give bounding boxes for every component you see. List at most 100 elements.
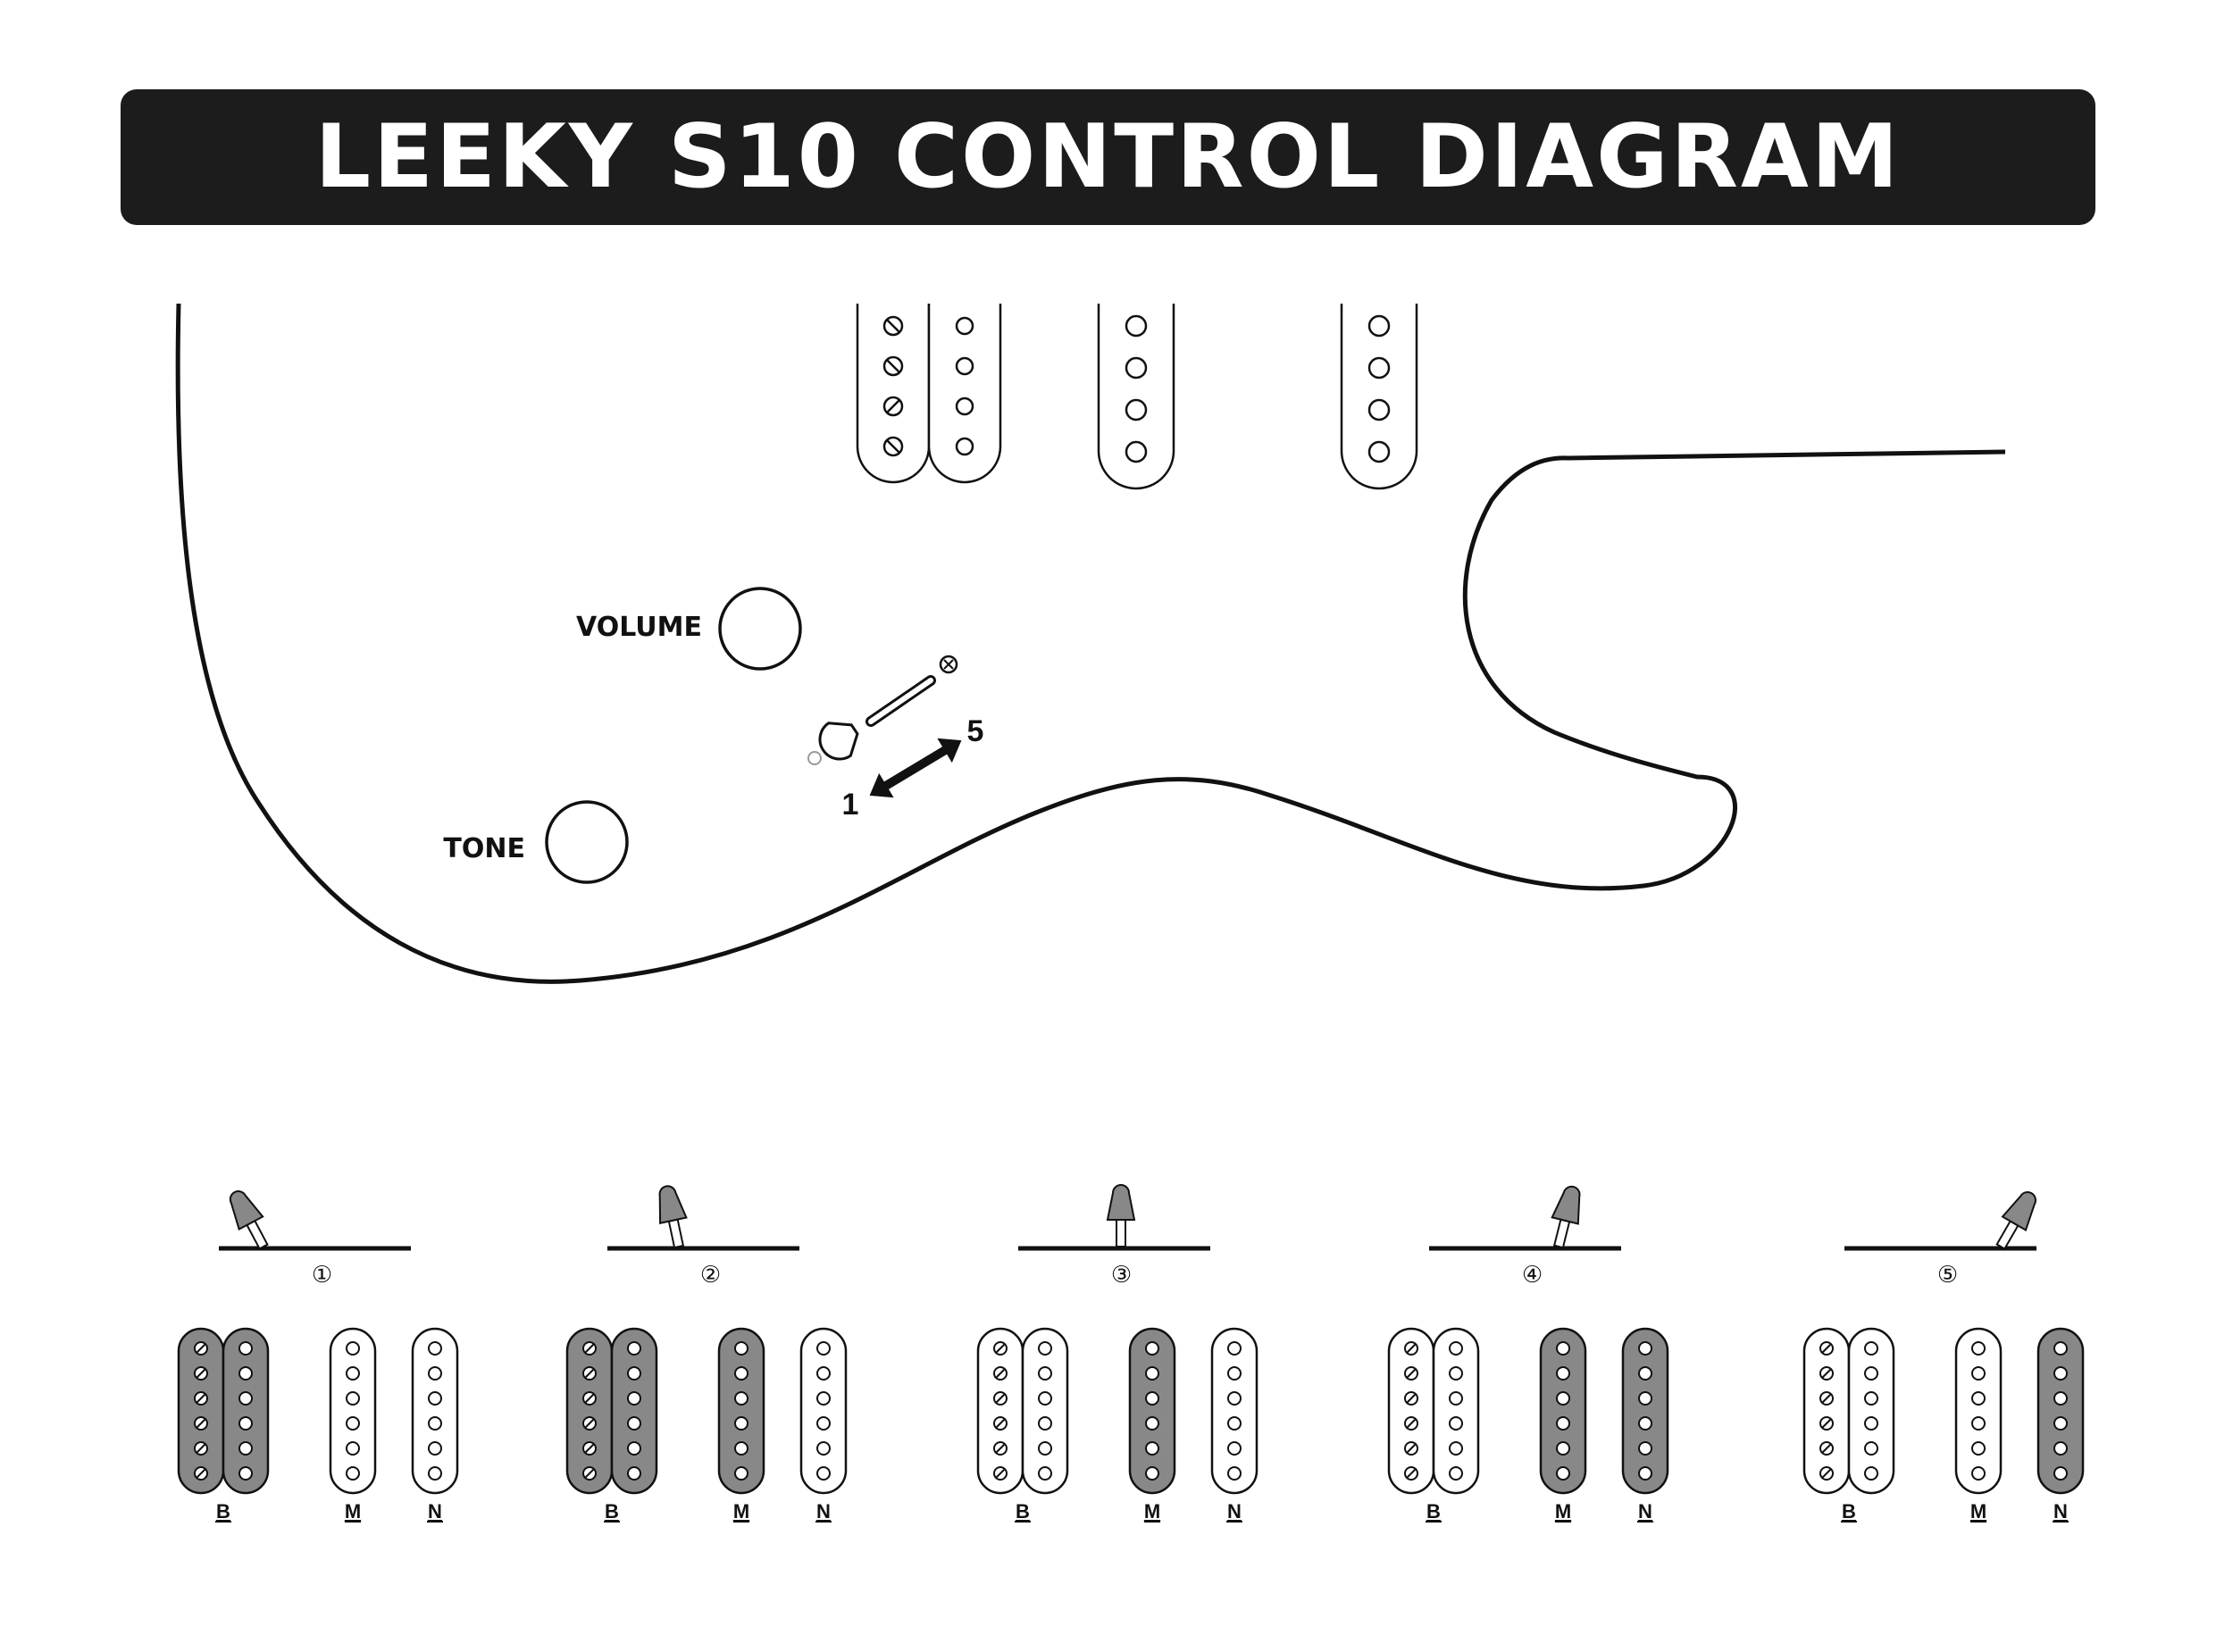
pole-piece <box>955 396 974 416</box>
pole-piece <box>627 1341 641 1356</box>
screw-icon <box>1819 1391 1834 1406</box>
pole-piece <box>2053 1416 2068 1431</box>
pole-piece <box>346 1391 360 1406</box>
screw-icon <box>1404 1391 1418 1406</box>
neck-letter: N <box>816 1500 831 1523</box>
screw-icon <box>194 1466 208 1481</box>
pole-piece <box>955 316 974 336</box>
pole-piece <box>1227 1391 1242 1406</box>
screw-icon <box>882 355 904 377</box>
screw-icon <box>993 1341 1008 1356</box>
pole-piece <box>1125 440 1148 463</box>
pole-piece <box>346 1366 360 1381</box>
pole-piece <box>1227 1441 1242 1456</box>
coil <box>1432 1327 1480 1495</box>
switch-lever-icon <box>1995 1191 2036 1250</box>
screw-icon <box>582 1416 597 1431</box>
screw-icon <box>993 1416 1008 1431</box>
pole-piece <box>346 1441 360 1456</box>
pole-piece <box>816 1341 831 1356</box>
coil <box>717 1327 765 1495</box>
volume-knob[interactable] <box>718 587 802 671</box>
bridge-letter: B <box>216 1500 230 1523</box>
pole-piece <box>1449 1416 1463 1431</box>
pole-piece <box>1038 1441 1052 1456</box>
volume-label: VOLUME <box>576 612 702 643</box>
neck-letter: N <box>428 1500 442 1523</box>
screw-icon <box>1404 1466 1418 1481</box>
pole-piece <box>1145 1441 1159 1456</box>
pole-piece <box>238 1391 253 1406</box>
pole-piece <box>1556 1466 1570 1481</box>
pole-piece <box>734 1441 748 1456</box>
middle-letter: M <box>1555 1500 1571 1523</box>
pole-piece <box>627 1366 641 1381</box>
pole-piece <box>1971 1391 1986 1406</box>
screw-icon <box>582 1441 597 1456</box>
pole-piece <box>734 1366 748 1381</box>
single-coil-outline <box>1097 304 1175 490</box>
pole-piece <box>428 1466 442 1481</box>
pole-piece <box>2053 1391 2068 1406</box>
screw-icon <box>582 1366 597 1381</box>
screw-icon <box>993 1441 1008 1456</box>
middle-letter: M <box>1970 1500 1986 1523</box>
bridge-letter: B <box>1016 1500 1030 1523</box>
coil <box>1128 1327 1176 1495</box>
pole-piece <box>1971 1441 1986 1456</box>
pole-piece <box>2053 1366 2068 1381</box>
pole-piece <box>1971 1341 1986 1356</box>
pole-piece <box>1367 398 1391 421</box>
pole-piece <box>1367 356 1391 380</box>
pole-piece <box>1145 1416 1159 1431</box>
middle-letter: M <box>733 1500 749 1523</box>
selector-label-low: 1 <box>842 788 859 822</box>
position-label: ⑤ <box>1937 1262 1958 1289</box>
pole-piece <box>1125 314 1148 338</box>
bridge-letter: B <box>605 1500 619 1523</box>
pole-piece <box>734 1416 748 1431</box>
pole-piece <box>1556 1341 1570 1356</box>
tone-knob[interactable] <box>545 800 629 884</box>
pole-piece <box>1556 1416 1570 1431</box>
pole-piece <box>1038 1341 1052 1356</box>
neck-letter: N <box>1227 1500 1242 1523</box>
pole-piece <box>2053 1341 2068 1356</box>
position-label: ② <box>700 1262 721 1289</box>
coil <box>222 1327 270 1495</box>
switch-lever-icon <box>1106 1184 1136 1247</box>
pole-piece <box>238 1441 253 1456</box>
pole-piece <box>1556 1441 1570 1456</box>
pole-piece <box>1227 1466 1242 1481</box>
selector-tip <box>818 722 859 761</box>
pole-piece <box>816 1441 831 1456</box>
screw-icon <box>1819 1341 1834 1356</box>
screw-icon <box>194 1441 208 1456</box>
pole-piece <box>1864 1341 1878 1356</box>
pole-piece <box>1556 1391 1570 1406</box>
pole-piece <box>1971 1466 1986 1481</box>
position-label: ① <box>312 1262 332 1289</box>
screw-icon <box>582 1391 597 1406</box>
screw-icon <box>582 1466 597 1481</box>
pole-piece <box>1449 1441 1463 1456</box>
pole-piece <box>238 1341 253 1356</box>
pole-piece <box>1145 1391 1159 1406</box>
pole-piece <box>346 1341 360 1356</box>
pole-piece <box>346 1416 360 1431</box>
screw-icon <box>882 436 904 457</box>
pole-piece <box>428 1391 442 1406</box>
coil <box>411 1327 459 1495</box>
selector-switch[interactable]: 5 1 <box>807 655 983 822</box>
pole-piece <box>1449 1391 1463 1406</box>
screw-icon <box>993 1366 1008 1381</box>
pole-piece <box>816 1466 831 1481</box>
pole-piece <box>428 1341 442 1356</box>
neck-letter: N <box>1638 1500 1652 1523</box>
pole-piece <box>1038 1391 1052 1406</box>
screw-icon <box>582 1341 597 1356</box>
tone-label: TONE <box>443 833 525 864</box>
coil <box>1954 1327 2003 1495</box>
